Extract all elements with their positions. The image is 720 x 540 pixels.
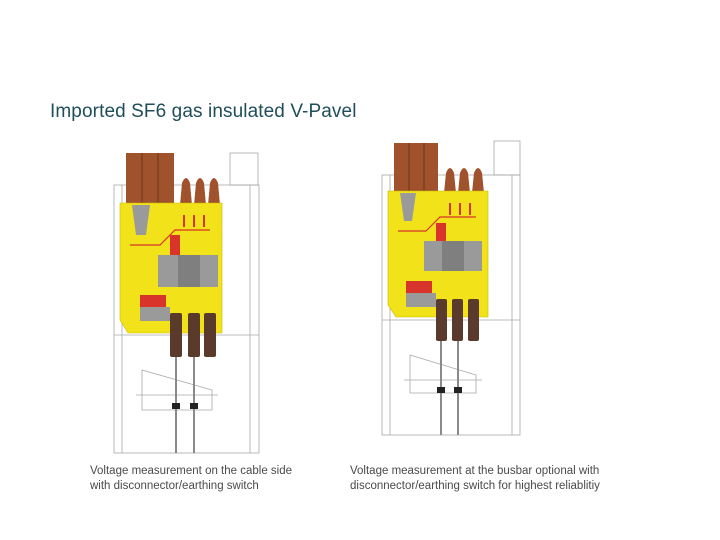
caption-line: disconnector/earthing switch for highest… bbox=[350, 480, 600, 492]
busbar-compartment bbox=[126, 153, 174, 205]
switchgear-panel-diagram-busbar-side bbox=[381, 140, 521, 436]
slide-title: Imported SF6 gas insulated V-Pavel bbox=[50, 101, 357, 122]
three-position-switch bbox=[130, 205, 210, 246]
busbar-compartment bbox=[394, 143, 438, 193]
cable-connection bbox=[406, 281, 436, 307]
caption-line: with disconnector/earthing switch bbox=[90, 480, 259, 492]
figure-caption-left: Voltage measurement on the cable side wi… bbox=[90, 464, 292, 494]
cable-plugs bbox=[436, 299, 479, 341]
busbar-bushings bbox=[444, 168, 484, 193]
cable-plugs bbox=[170, 313, 216, 357]
caption-line: Voltage measurement on the cable side bbox=[90, 465, 293, 477]
figure-caption-right: Voltage measurement at the busbar option… bbox=[350, 464, 600, 494]
current-transformers bbox=[437, 387, 462, 393]
busbar-bushings bbox=[180, 178, 220, 205]
caption-line: Voltage measurement at the busbar option… bbox=[350, 465, 600, 477]
circuit-breaker bbox=[158, 235, 218, 287]
circuit-breaker bbox=[424, 223, 482, 271]
three-position-switch bbox=[398, 193, 476, 232]
cable-connection bbox=[140, 295, 170, 321]
switchgear-panel-diagram-cable-side bbox=[113, 152, 260, 454]
current-transformers bbox=[172, 403, 198, 409]
